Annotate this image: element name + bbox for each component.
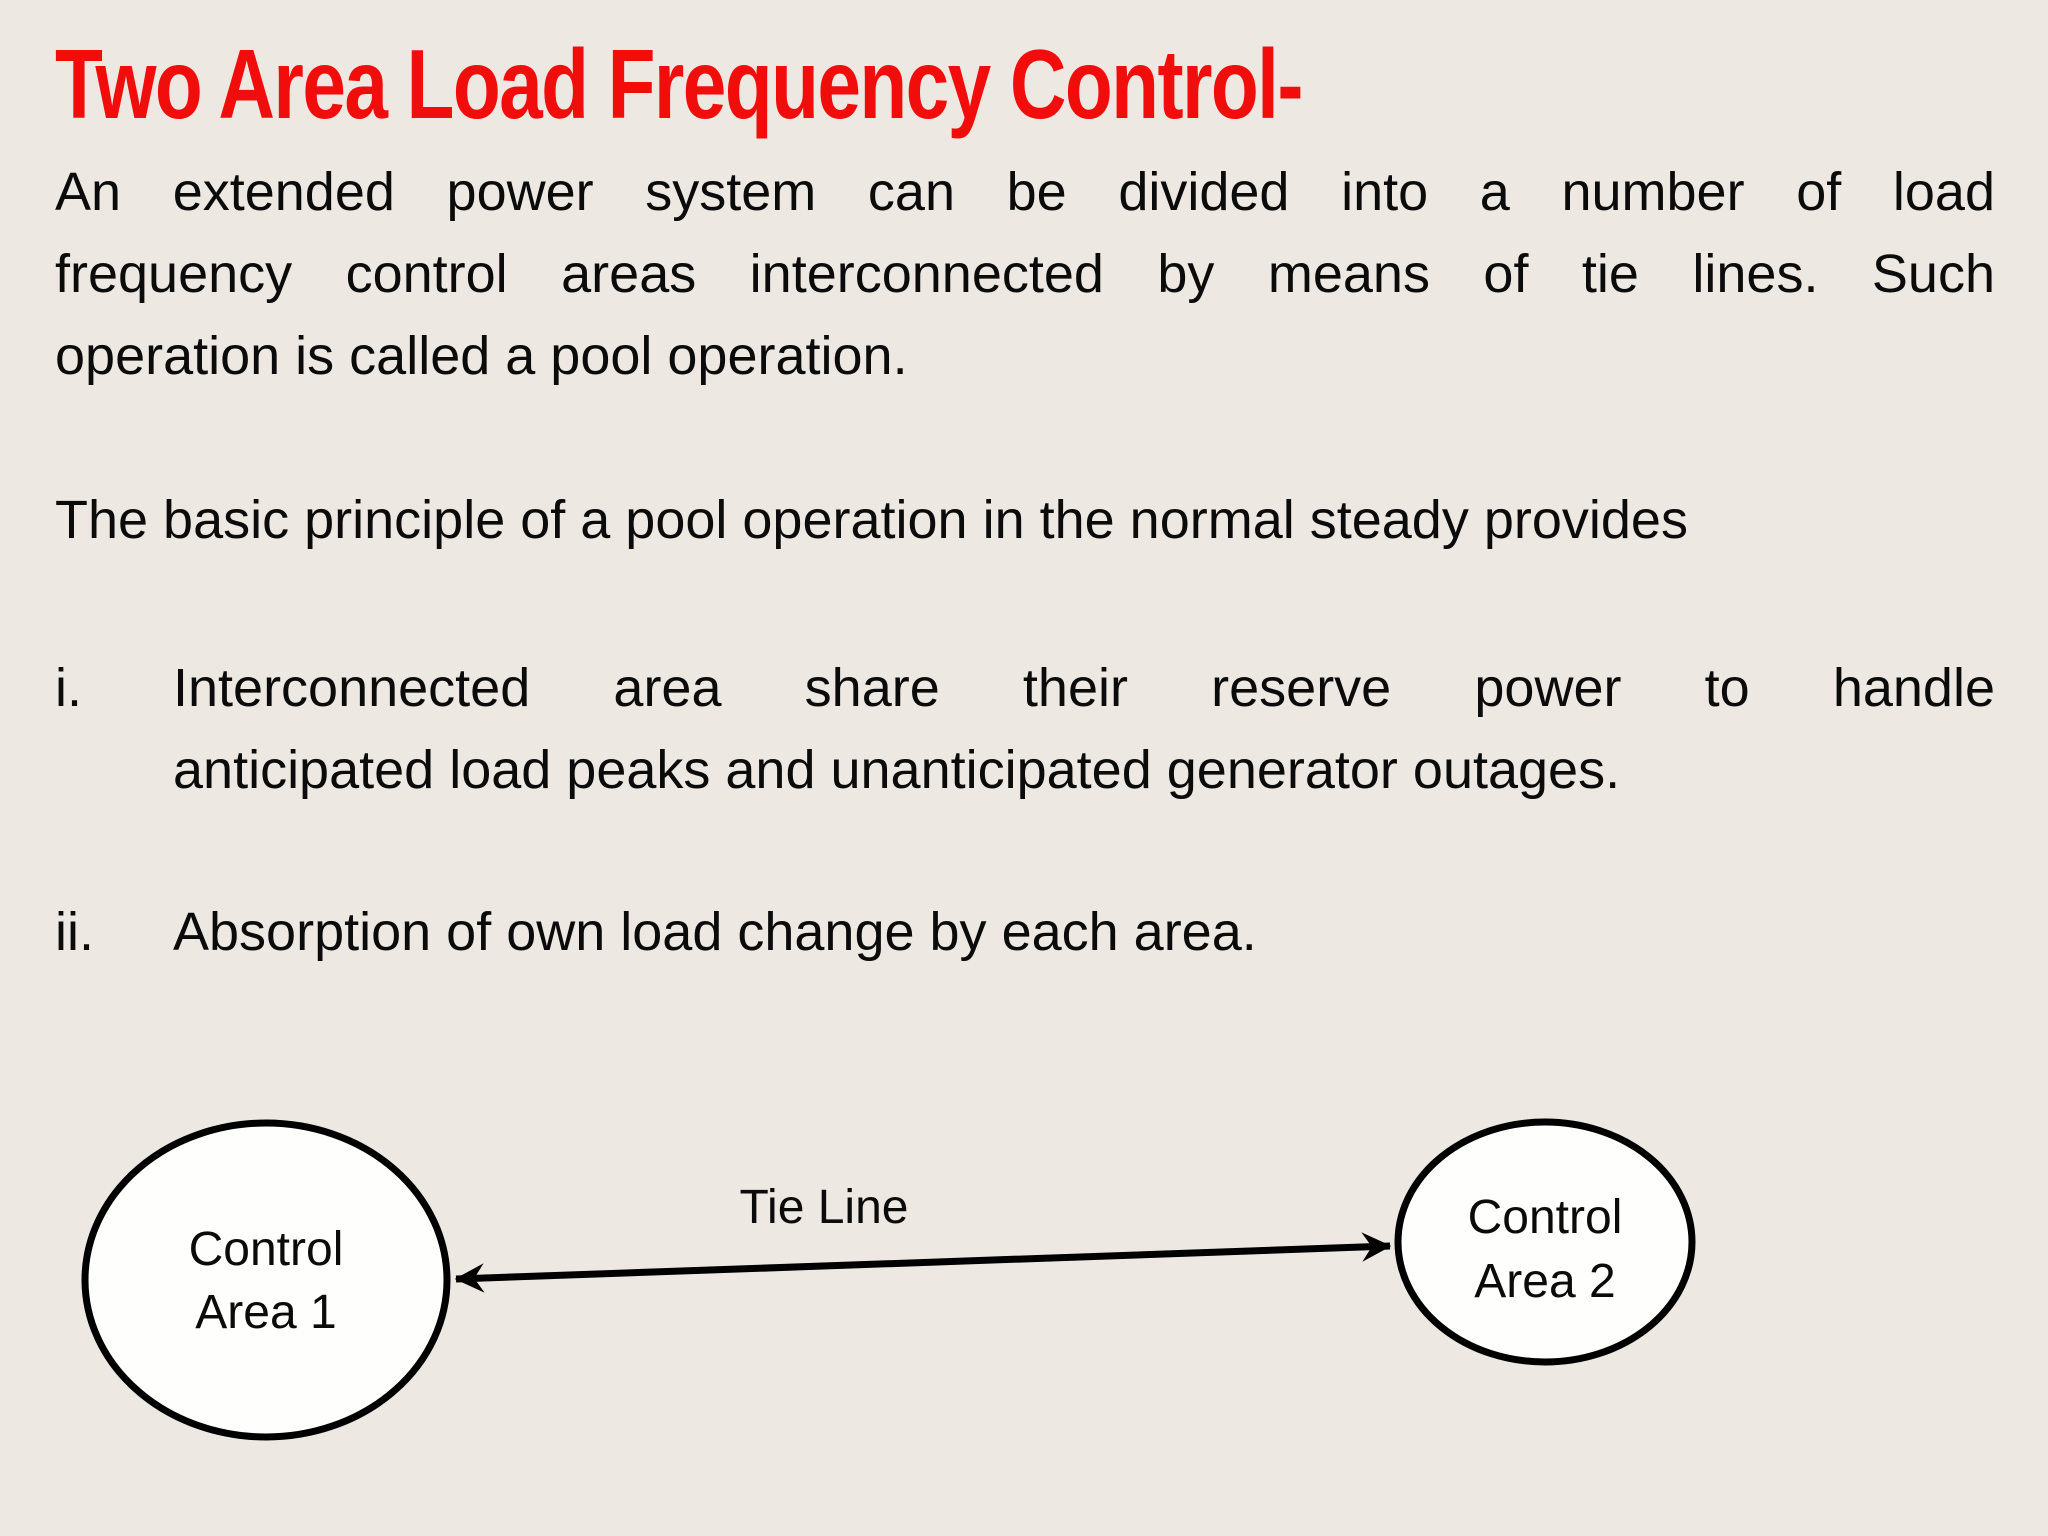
control-area-1-label-line-2: Area 1 (195, 1286, 336, 1339)
intro-paragraph-line-3: operation is called a pool operation. (55, 326, 908, 386)
list-item-ii-marker: ii. (55, 902, 94, 962)
list-item-i-line-1: Interconnected area share their reserve … (173, 658, 1995, 718)
tie-line-label: Tie Line (740, 1181, 909, 1234)
list-item-ii-line-1: Absorption of own load change by each ar… (173, 902, 1257, 962)
intro-paragraph: An extended power system can be divided … (55, 151, 1995, 397)
slide-title: Two Area Load Frequency Control- (55, 29, 1303, 139)
control-area-2-label-line-2: Area 2 (1474, 1255, 1615, 1308)
list-item-ii-text: Absorption of own load change by each ar… (173, 891, 1995, 973)
intro-paragraph-line-2: frequency control areas interconnected b… (55, 244, 1995, 304)
tie-line-arrow (454, 1232, 1392, 1293)
control-area-2-ellipse (1394, 1118, 1696, 1366)
list-item-i-marker: i. (55, 658, 82, 718)
intro-paragraph-line-1: An extended power system can be divided … (55, 162, 1995, 222)
control-area-1-ellipse (81, 1119, 451, 1441)
control-area-2-label-line-1: Control (1468, 1191, 1623, 1244)
list-item-ii: ii. Absorption of own load change by eac… (55, 891, 1995, 973)
principle-paragraph-line: The basic principle of a pool operation … (55, 490, 1688, 550)
control-area-1-label-line-1: Control (189, 1223, 344, 1276)
principle-paragraph: The basic principle of a pool operation … (55, 479, 1995, 561)
list-item-i: i. Interconnected area share their reser… (55, 647, 1995, 811)
list-item-i-text: Interconnected area share their reserve … (173, 647, 1995, 811)
list-item-i-line-2: anticipated load peaks and unanticipated… (173, 740, 1621, 800)
